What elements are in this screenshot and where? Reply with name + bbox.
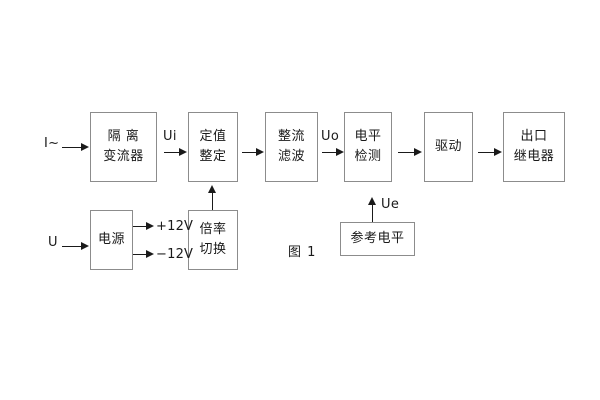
signal-label-ue: Ue [381, 197, 400, 212]
arrowhead-setting-to-rectify [256, 147, 264, 156]
block-multiplier-switch-line2: 切换 [199, 242, 227, 257]
block-level-detect-line1: 电平 [354, 128, 382, 144]
block-reference-level-line1: 参考电平 [350, 231, 405, 247]
connector-multiplier-to-setting [212, 192, 213, 210]
block-setting-adjust-line1: 定值 [199, 128, 227, 144]
block-isolation-transformer[interactable]: 隔 离 变流器 [90, 112, 157, 182]
block-output-relay-line2: 继电器 [513, 149, 555, 164]
block-setting-adjust[interactable]: 定值 整定 [188, 112, 238, 182]
arrowhead-isolation-to-setting [179, 147, 187, 156]
block-driver[interactable]: 驱动 [424, 112, 473, 182]
block-rectify-filter[interactable]: 整流 滤波 [265, 112, 318, 182]
arrowhead-multiplier-to-setting [208, 185, 216, 193]
connector-isolation-to-setting [164, 152, 180, 153]
connector-setting-to-rectify [242, 152, 257, 153]
arrowhead-voltage-input [81, 241, 89, 250]
arrowhead-level-to-driver [414, 147, 422, 156]
connector-reference-to-level [372, 204, 373, 222]
block-output-relay[interactable]: 出口 继电器 [503, 112, 565, 182]
arrowhead-current-input [81, 142, 89, 151]
arrowhead-rectify-to-level [336, 147, 344, 156]
figure-caption: 图 1 [288, 245, 317, 260]
block-multiplier-switch-line1: 倍率 [199, 221, 227, 237]
block-driver-line1: 驱动 [434, 139, 462, 155]
rail-label-positive: +12V [156, 219, 194, 234]
block-reference-level[interactable]: 参考电平 [340, 222, 415, 256]
block-rectify-filter-line1: 整流 [277, 128, 305, 144]
input-label-current: I~ [44, 136, 60, 151]
block-multiplier-switch[interactable]: 倍率 切换 [188, 210, 238, 270]
connector-driver-to-relay [478, 152, 495, 153]
connector-current-input [62, 147, 82, 148]
signal-label-ui: Ui [163, 129, 177, 144]
block-level-detect-line2: 检测 [354, 149, 382, 164]
connector-voltage-input [62, 246, 82, 247]
arrowhead-rail-positive [146, 221, 154, 230]
block-isolation-transformer-line2: 变流器 [103, 149, 144, 164]
block-power-supply-line1: 电源 [97, 232, 125, 248]
connector-rail-positive [133, 226, 147, 227]
block-level-detect[interactable]: 电平 检测 [344, 112, 392, 182]
arrowhead-rail-negative [146, 249, 154, 258]
block-output-relay-line1: 出口 [520, 128, 548, 144]
connector-rail-negative [133, 254, 147, 255]
block-isolation-transformer-line1: 隔 离 [107, 128, 140, 144]
block-rectify-filter-line2: 滤波 [277, 149, 305, 164]
arrowhead-reference-to-level [368, 197, 376, 205]
block-setting-adjust-line2: 整定 [199, 149, 227, 164]
input-label-voltage: U [48, 235, 58, 250]
connector-rectify-to-level [322, 152, 338, 153]
arrowhead-driver-to-relay [494, 147, 502, 156]
connector-level-to-driver [398, 152, 415, 153]
block-power-supply[interactable]: 电源 [90, 210, 133, 270]
signal-label-uo: Uo [321, 129, 340, 144]
rail-label-negative: −12V [156, 247, 194, 262]
